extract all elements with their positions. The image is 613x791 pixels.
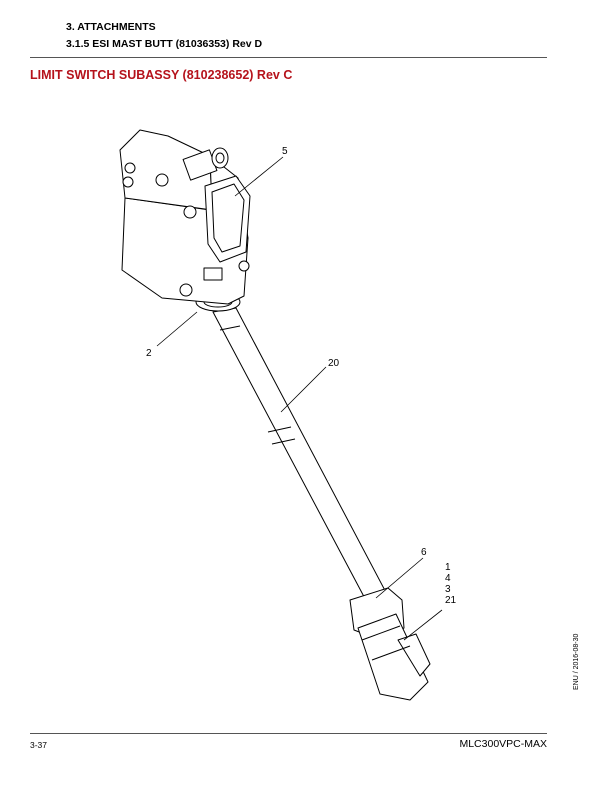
cable: [212, 307, 391, 609]
callout-5: 5: [282, 146, 288, 157]
callout-3: 3: [445, 584, 451, 595]
callout-1: 1: [445, 562, 451, 573]
header-divider: [30, 57, 547, 58]
model-name: MLC300VPC-MAX: [459, 738, 547, 750]
callout-4: 4: [445, 573, 451, 584]
callout-20: 20: [328, 358, 340, 369]
callout-6: 6: [421, 547, 427, 558]
footer-divider: [30, 733, 547, 734]
chapter-heading: 3. ATTACHMENTS: [66, 21, 156, 33]
callout-stack: 1 4 3 21: [445, 562, 456, 606]
section-heading: 3.1.5 ESI MAST BUTT (81036353) Rev D: [66, 38, 263, 50]
callout-21: 21: [445, 595, 457, 606]
callout-2: 2: [146, 348, 152, 359]
page-number: 3-37: [30, 740, 48, 750]
page-title: LIMIT SWITCH SUBASSY (810238652) Rev C: [30, 68, 293, 82]
revision-date: ENU / 2016-08-30: [573, 633, 580, 690]
